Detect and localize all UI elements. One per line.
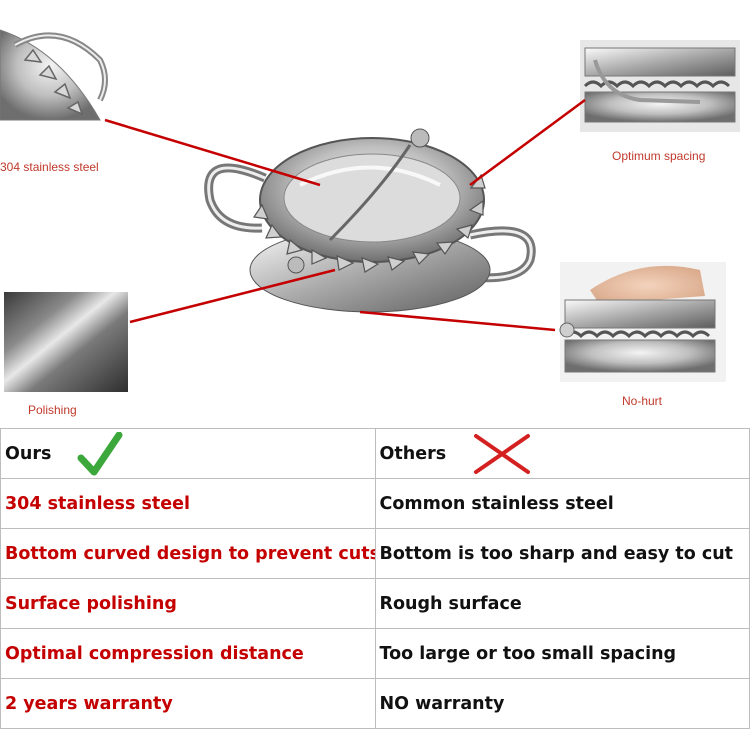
ours-cell: 304 stainless steel: [0, 478, 376, 529]
table-row: 2 years warranty NO warranty: [0, 678, 750, 729]
others-cell: Bottom is too sharp and easy to cut: [374, 528, 750, 579]
callout-spacing: Optimum spacing: [612, 149, 706, 163]
table-header-row: Ours Others: [0, 428, 750, 479]
others-cell: Rough surface: [374, 578, 750, 629]
nohurt-detail-image: [559, 262, 726, 382]
table-row: Bottom curved design to prevent cuts Bot…: [0, 528, 750, 579]
polishing-detail-image: [4, 292, 128, 392]
table-row: Surface polishing Rough surface: [0, 578, 750, 629]
table-row: Optimal compression distance Too large o…: [0, 628, 750, 679]
spacing-detail-image: [580, 40, 740, 132]
dumpling-mold-image: [204, 128, 536, 313]
table-row: 304 stainless steel Common stainless ste…: [0, 478, 750, 529]
comparison-table: Ours Others 304 stainless steel Common s…: [0, 428, 750, 729]
ours-cell: Bottom curved design to prevent cuts: [0, 528, 376, 579]
header-others-label: Others: [379, 443, 447, 464]
ours-cell: 2 years warranty: [0, 678, 376, 729]
others-cell: NO warranty: [374, 678, 750, 729]
ours-cell: Optimal compression distance: [0, 628, 376, 679]
header-ours-label: Ours: [5, 443, 52, 464]
product-illustration: [0, 29, 740, 392]
header-ours-cell: Ours: [0, 428, 376, 479]
callout-lines: [104, 98, 586, 332]
others-cell: Too large or too small spacing: [374, 628, 750, 679]
steel-detail-image: [0, 29, 108, 121]
checkmark-icon: [77, 431, 123, 475]
callout-nohurt: No-hurt: [622, 394, 663, 408]
callout-polishing: Polishing: [28, 403, 77, 417]
others-cell: Common stainless steel: [374, 478, 750, 529]
callout-steel: 304 stainless steel: [0, 160, 99, 174]
cross-icon: [474, 433, 531, 474]
header-others-cell: Others: [374, 428, 750, 479]
ours-cell: Surface polishing: [0, 578, 376, 629]
